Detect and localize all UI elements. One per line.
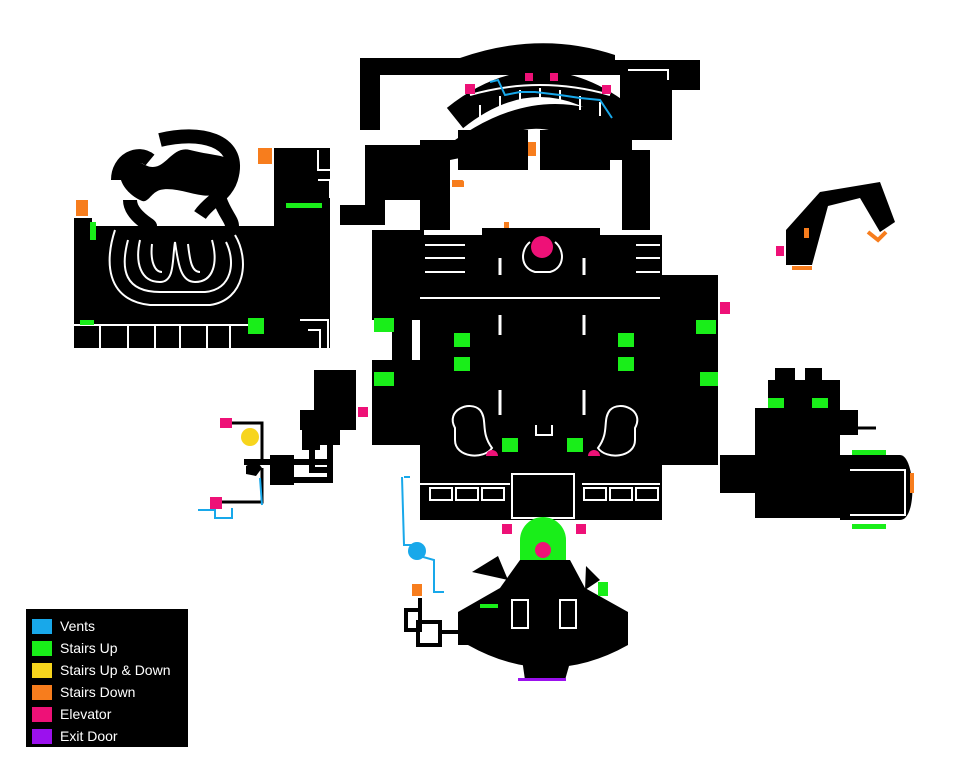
elevator-marker xyxy=(210,497,222,509)
legend-label: Stairs Up xyxy=(60,639,118,656)
stairs-up-swatch xyxy=(32,640,52,656)
elevator-marker xyxy=(531,236,553,258)
vents-swatch xyxy=(32,618,52,634)
stairs-down-marker xyxy=(258,148,272,164)
east-wing xyxy=(720,368,914,529)
stairs-up-marker xyxy=(852,450,886,455)
stairs-up-marker xyxy=(700,372,718,386)
stairs-down-marker xyxy=(452,180,464,187)
stairs-down-marker xyxy=(528,142,536,156)
stairs-up-marker xyxy=(618,357,634,371)
exit-door-swatch xyxy=(32,728,52,744)
stairs-up-marker xyxy=(567,438,583,452)
stairs-up-marker xyxy=(502,438,518,452)
central-complex xyxy=(358,228,730,534)
legend-item-exit-door: Exit Door xyxy=(32,725,188,747)
stairs-up-marker xyxy=(454,357,470,371)
stairs-up-marker xyxy=(90,222,96,240)
south-complex xyxy=(401,476,628,681)
legend-label: Stairs Down xyxy=(60,683,136,700)
stairs-up-marker xyxy=(696,320,716,334)
legend-label: Elevator xyxy=(60,705,112,722)
elevator-marker xyxy=(535,542,551,558)
stairs-up-marker xyxy=(374,318,394,332)
stairs-up-down-swatch xyxy=(32,662,52,678)
stairs-down-swatch xyxy=(32,684,52,700)
legend-item-elevator: Elevator xyxy=(32,703,188,725)
stairs-up-marker xyxy=(80,320,94,325)
stairs-up-marker xyxy=(286,203,322,208)
legend-label: Stairs Up & Down xyxy=(60,661,171,678)
legend-label: Exit Door xyxy=(60,727,118,744)
west-annex xyxy=(198,370,356,519)
northeast-structure xyxy=(776,182,895,270)
elevator-swatch xyxy=(32,706,52,722)
elevator-marker xyxy=(576,524,586,534)
stairs-up-marker xyxy=(812,398,828,408)
elevator-marker xyxy=(776,246,784,256)
elevator-marker xyxy=(502,524,512,534)
legend-item-stairs-down: Stairs Down xyxy=(32,681,188,703)
legend-item-stairs-up: Stairs Up xyxy=(32,637,188,659)
elevator-marker xyxy=(550,73,558,81)
stairs-down-marker xyxy=(412,584,422,596)
map-legend: Vents Stairs Up Stairs Up & Down Stairs … xyxy=(26,609,188,747)
north-arc xyxy=(340,43,700,230)
elevator-marker xyxy=(602,85,611,94)
stairs-up-marker xyxy=(454,333,470,347)
legend-item-stairs-up-down: Stairs Up & Down xyxy=(32,659,188,681)
elevator-marker xyxy=(220,418,232,428)
vents-marker xyxy=(408,542,426,560)
stairs-up-marker xyxy=(618,333,634,347)
stairs-up-marker xyxy=(852,524,886,529)
stairs-up-down-marker xyxy=(241,428,259,446)
elevator-marker xyxy=(358,407,368,417)
legend-item-vents: Vents xyxy=(32,615,188,637)
stairs-up-marker xyxy=(768,398,784,408)
elevator-marker xyxy=(525,73,533,81)
exit-door-marker xyxy=(518,678,566,681)
stairs-down-marker xyxy=(76,200,88,216)
elevator-marker xyxy=(465,84,475,94)
stairs-up-marker xyxy=(248,318,264,334)
west-wing xyxy=(74,129,331,348)
stairs-up-marker xyxy=(374,372,394,386)
legend-label: Vents xyxy=(60,617,96,634)
elevator-marker xyxy=(720,302,730,314)
